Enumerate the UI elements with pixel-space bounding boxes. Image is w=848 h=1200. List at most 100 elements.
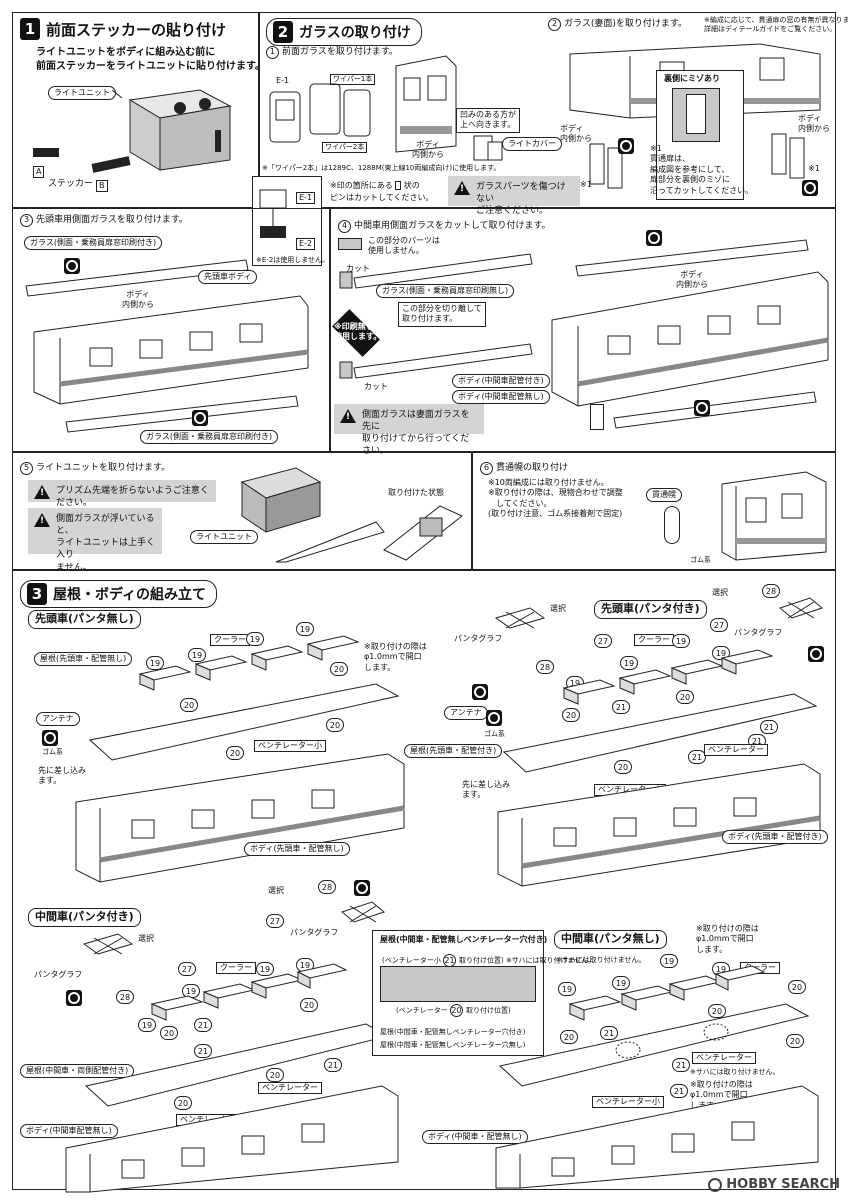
saha-note-1: ※サハには取り付けません。 — [556, 956, 646, 964]
body-inside-label-2: ボディ内側から — [560, 124, 592, 144]
part-21-b: 21 — [760, 720, 778, 734]
roof-lead-nopipe — [88, 683, 400, 761]
mid-car-side-illustration — [551, 271, 829, 407]
step-4-frame — [330, 208, 836, 452]
part-28-d: 28 — [116, 990, 134, 1004]
pantograph-2 — [778, 597, 824, 619]
sticker-a — [33, 148, 59, 157]
body-lead-pipe — [497, 763, 821, 887]
section-2-title: ガラスの取り付け — [299, 25, 411, 41]
back-groove-label: 裏側にミゾあり — [664, 74, 720, 83]
part-19-l: 19 — [138, 1018, 156, 1032]
part-19-i: 19 — [256, 962, 274, 976]
adhesive-icon-10 — [486, 710, 502, 726]
adhesive-icon-4 — [192, 410, 208, 426]
part-20-p: 20 — [708, 1004, 726, 1018]
part-20-a: 20 — [180, 698, 198, 712]
part-20-n: 20 — [788, 980, 806, 994]
hood-label: 貫通幌 — [646, 488, 682, 502]
body-inside-label-4: ボディ内側から — [122, 290, 154, 310]
section-1-title: 前面ステッカーの貼り付け — [46, 20, 227, 39]
part-27-c: 27 — [266, 914, 284, 928]
antenna-label-1: アンテナ — [36, 712, 80, 726]
part-21-f: 21 — [194, 1044, 212, 1058]
roof-plate — [380, 966, 536, 1002]
lead-nopanta-heading: 先頭車(パンタ無し) — [28, 610, 141, 629]
adhesive-icon-12 — [66, 990, 82, 1006]
part-20-o: 20 — [560, 1030, 578, 1044]
part-19-d: 19 — [188, 648, 206, 662]
pantograph-label-2: パンタグラフ — [734, 628, 783, 637]
end-door-parts — [589, 143, 623, 189]
part-20-i: 20 — [160, 1026, 178, 1040]
star1-left: ※1 — [580, 180, 592, 189]
section-1-number: 1 — [20, 18, 40, 40]
select-label-2: 選択 — [712, 588, 728, 597]
e1-sprue-label: E-1 — [296, 192, 316, 205]
roof-label-no-hole: 屋根(中間車・配管無しベンチレーター穴無し) — [380, 1041, 526, 1049]
select-label-4: 選択 — [138, 934, 154, 943]
step-6-frame — [472, 452, 836, 570]
mid-side-glass-bottom-right — [613, 391, 817, 429]
star1-right: ※1 — [808, 164, 820, 173]
rubber-label-2: ゴム系 — [484, 730, 505, 738]
part-19-g: 19 — [712, 646, 730, 660]
side-glass-bottom — [65, 395, 299, 433]
part-21-g: 21 — [324, 1058, 342, 1072]
unused-parts-swatch — [338, 238, 362, 250]
coolers-4 — [568, 965, 766, 1021]
e2-sprue-label: E-2 — [296, 238, 316, 251]
part-19-e: 19 — [620, 656, 638, 670]
part-20-c: 20 — [326, 718, 344, 732]
part-20-d: 20 — [226, 746, 244, 760]
pantograph-1 — [494, 607, 546, 629]
adhesive-icon-2 — [802, 180, 818, 196]
cooler-label-3: クーラー — [216, 962, 256, 975]
adhesive-icon-1 — [618, 138, 634, 154]
door-part-window — [686, 94, 706, 134]
part-20-q: 20 — [786, 1034, 804, 1048]
saha-note-2: ※サハには取り付けません。 — [690, 1068, 780, 1076]
adhesive-icon-8 — [472, 684, 488, 700]
section-1-desc-1: ライトユニットをボディに組み込む前に — [36, 47, 216, 58]
body-mid-nopipe-1 — [65, 1085, 399, 1193]
part-19-f: 19 — [672, 634, 690, 648]
vent-label-4: ベンチレーター — [692, 1052, 756, 1065]
mid-side-glass-top — [339, 253, 533, 289]
roof-lead-pipe-label: 屋根(先頭車・配管付き) — [404, 744, 503, 758]
wiper2-label: ワイパー2本 — [322, 142, 368, 153]
adhesive-icon-6 — [694, 400, 710, 416]
vent-small-label-1: ベンチレーター小 — [254, 740, 326, 753]
lead-body-label: 先頭車ボディ — [198, 270, 258, 284]
select-label-1: 選択 — [550, 604, 566, 613]
hood-note: ※10両編成には取り付けません。※取り付けの際は、現物合わせで調整 してください… — [488, 478, 623, 519]
part-19-c: 19 — [146, 656, 164, 670]
light-unit-install-illustration — [240, 467, 385, 563]
adhesive-icon-11 — [354, 880, 370, 896]
section-2-number: 2 — [273, 21, 293, 43]
unused-parts-note: この部分のパーツは使用しません。 — [368, 236, 440, 256]
hood-car-illustration — [721, 471, 827, 561]
light-unit-label-5: ライトユニット — [190, 530, 258, 544]
sticker-label: ステッカー — [48, 179, 94, 189]
roof-lead-nopipe-label: 屋根(先頭車・配管無し) — [34, 652, 133, 666]
small-glass-piece — [590, 404, 604, 430]
part-21-i: 21 — [672, 1058, 690, 1072]
section-2-frame — [259, 12, 836, 208]
watermark: HOBBY SEARCH — [708, 1177, 840, 1192]
hood-part — [664, 506, 680, 544]
part-21-a: 21 — [612, 700, 630, 714]
adhesive-icon-7 — [42, 730, 58, 746]
warning-icon — [34, 485, 50, 499]
mid-panta-heading: 中間車(パンタ付き) — [28, 908, 141, 927]
adhesive-icon-9 — [808, 646, 824, 662]
section-1-header: 1 前面ステッカーの貼り付け — [20, 18, 226, 40]
